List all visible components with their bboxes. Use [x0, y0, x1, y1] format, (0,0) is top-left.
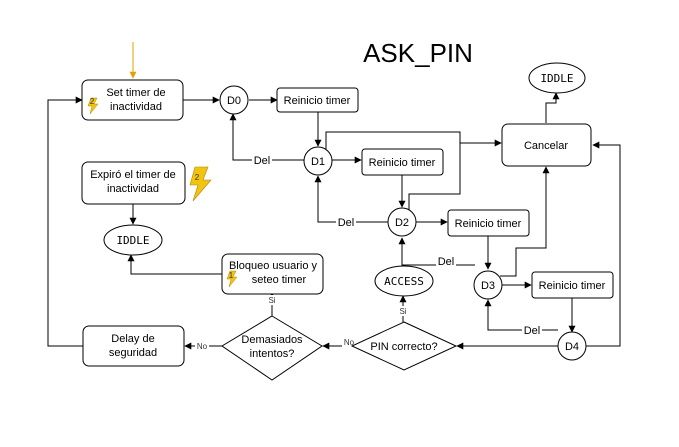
node-d3-label: D3: [481, 280, 495, 292]
node-set-timer-line1: Set timer de: [106, 87, 165, 99]
node-reinicio-1: Reinicio timer: [276, 87, 359, 113]
label-del-d2: Del: [338, 217, 355, 229]
node-d2: D2: [387, 207, 417, 237]
node-demasiados-line2: intentos?: [250, 348, 295, 360]
label-no-pin: No: [344, 338, 355, 347]
node-delay-line2: seguridad: [109, 347, 157, 359]
node-cancelar-label: Cancelar: [524, 140, 568, 152]
edge-cancelar-iddle: [545, 92, 560, 123]
node-iddle-top: IDDLE: [528, 62, 586, 94]
node-access: ACCESS: [374, 265, 434, 297]
edge-d3-cancelar: [500, 166, 550, 277]
edge-d2-cancelar: [408, 143, 461, 210]
label-no-demasiados: No: [197, 342, 208, 351]
edge-d4-cancelar: [586, 141, 621, 347]
node-reinicio-4-label: Reinicio timer: [539, 280, 606, 292]
node-access-label: ACCESS: [384, 275, 424, 288]
label-del-d1: Del: [254, 155, 271, 167]
node-d4-label: D4: [565, 341, 579, 353]
edge-bloqueo-iddle: [127, 254, 222, 275]
node-iddle-top-label: IDDLE: [540, 72, 573, 85]
edge-labels: Del Del Del Del Si Si No No: [195, 154, 542, 351]
node-iddle-left: IDDLE: [103, 224, 163, 256]
node-pin-correcto: PIN correcto?: [350, 321, 458, 371]
lightning-icon: 1: [226, 270, 238, 288]
node-expiro-line2: inactividad: [107, 183, 159, 195]
node-set-timer: Set timer de inactividad 2: [81, 79, 184, 121]
diagram-title: ASK_PIN: [363, 38, 473, 68]
node-d4: D4: [557, 331, 587, 361]
node-reinicio-2: Reinicio timer: [361, 148, 444, 176]
node-d1-label: D1: [311, 156, 325, 168]
node-bloqueo-line1: Bloqueo usuario y: [229, 260, 318, 272]
node-bloqueo-line2: seteo timer: [252, 274, 307, 286]
node-expiro: Expiró el timer de inactividad: [81, 161, 186, 205]
node-reinicio-1-label: Reinicio timer: [284, 95, 351, 107]
node-cancelar: Cancelar: [501, 123, 592, 167]
badge-two-expiro: 2: [195, 173, 200, 182]
node-delay: Delay de seguridad: [82, 325, 185, 367]
lightning-icon-large: 2: [189, 166, 212, 202]
edge-d2-d1-del: [314, 175, 389, 223]
node-reinicio-3-label: Reinicio timer: [455, 218, 522, 230]
node-expiro-line1: Expiró el timer de: [90, 169, 176, 181]
node-set-timer-line2: inactividad: [110, 101, 162, 113]
node-bloqueo: Bloqueo usuario y seteo timer 1: [221, 253, 324, 295]
node-d0-label: D0: [227, 95, 241, 107]
node-d3: D3: [473, 270, 503, 300]
node-demasiados: Demasiados intentos?: [221, 315, 323, 381]
node-delay-line1: Delay de: [111, 333, 154, 345]
badge-two-set-timer: 2: [90, 97, 95, 106]
edge-d1-d0-del: [229, 113, 305, 161]
node-d2-label: D2: [395, 217, 409, 229]
label-del-d4: Del: [524, 325, 541, 337]
node-reinicio-2-label: Reinicio timer: [369, 157, 436, 169]
edge-delay-settimer: [47, 96, 83, 347]
node-demasiados-line1: Demasiados: [241, 334, 303, 346]
node-d0: D0: [219, 85, 249, 115]
node-iddle-left-label: IDDLE: [116, 234, 149, 247]
edge-d1-cancelar: [325, 131, 502, 149]
node-reinicio-4: Reinicio timer: [531, 271, 614, 299]
label-si-bloqueo: Si: [268, 296, 275, 305]
node-reinicio-3: Reinicio timer: [447, 209, 530, 237]
badge-one-bloqueo: 1: [229, 271, 234, 280]
node-pin-correcto-label: PIN correcto?: [370, 341, 437, 353]
lightning-icon: 2: [87, 97, 99, 115]
label-del-d3: Del: [438, 256, 455, 268]
node-d1: D1: [303, 146, 333, 176]
label-si-access: Si: [399, 307, 406, 316]
